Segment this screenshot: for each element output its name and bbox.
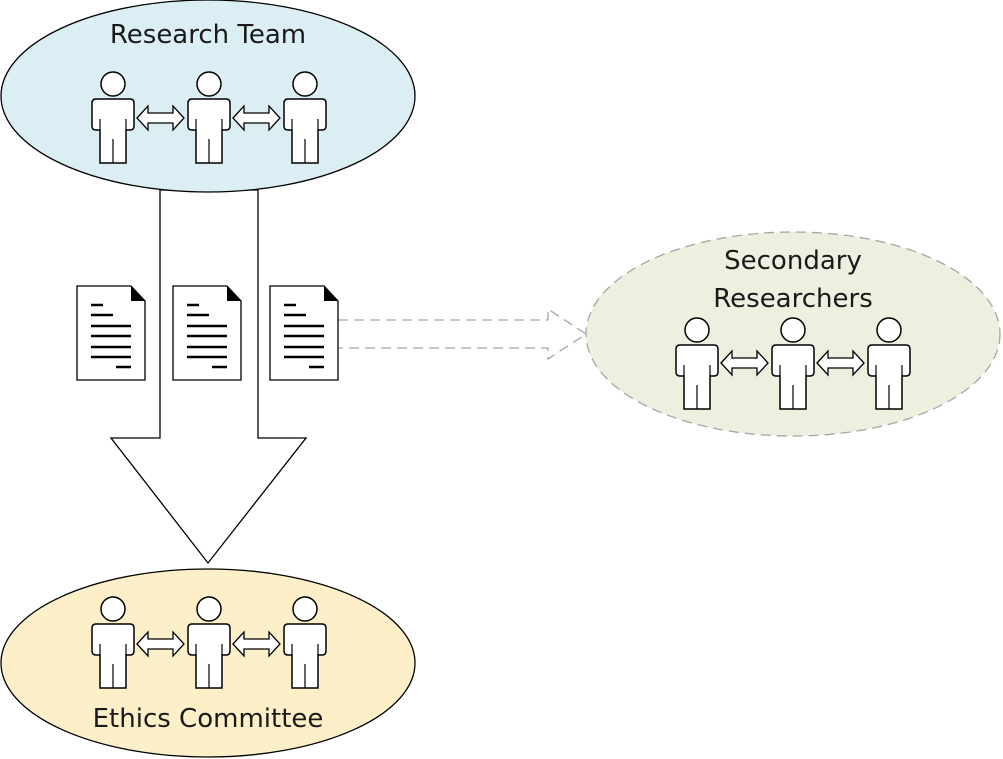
flow-arrow-to-secondary (338, 307, 588, 361)
secondary-researchers-label-line2: Researchers (713, 284, 873, 314)
document-icon (268, 284, 340, 382)
document-icon (171, 284, 243, 382)
document-icon (75, 284, 147, 382)
ethics-committee-label: Ethics Committee (93, 704, 324, 734)
secondary-researchers-label-line1: Secondary (724, 246, 862, 276)
research-team-label: Research Team (110, 20, 306, 50)
